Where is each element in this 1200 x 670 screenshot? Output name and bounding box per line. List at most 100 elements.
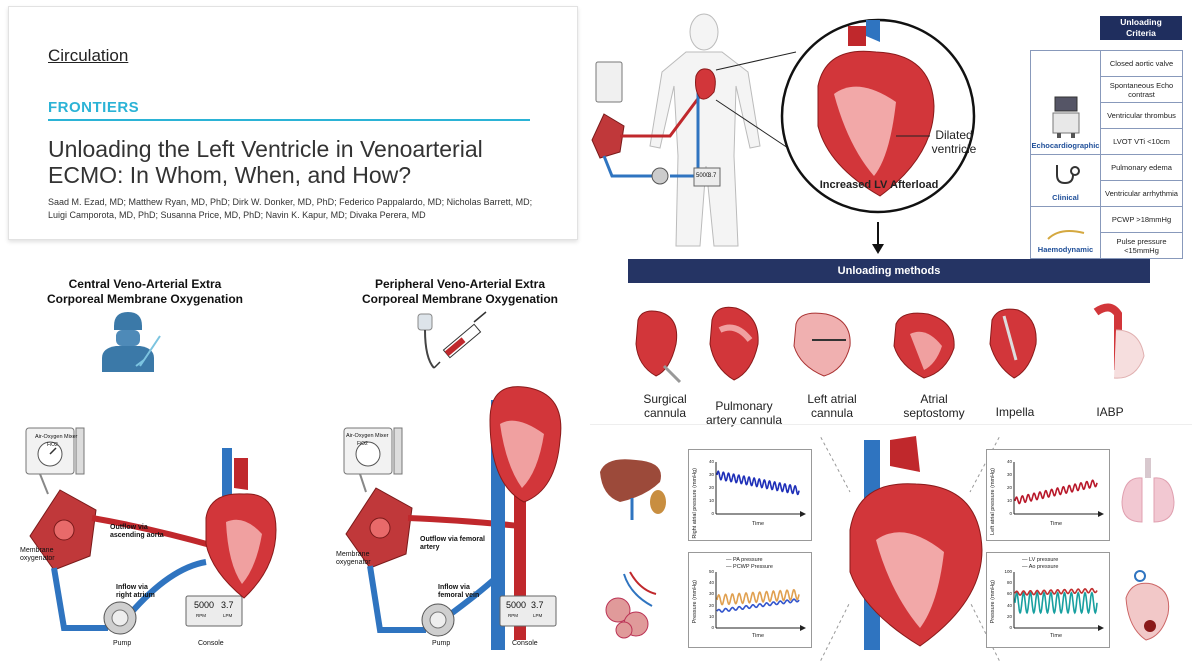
lv-tick-label: 0 — [1009, 625, 1012, 630]
peripheral-mixer-label: Air-Oxygen Mixer — [346, 433, 389, 439]
pulmonary-artery-cannula-icon — [709, 306, 759, 381]
peripheral-ecmo-diagram — [343, 386, 562, 650]
lv-x-arrow — [1098, 625, 1104, 631]
pa-x-arrow — [800, 625, 806, 631]
liver-kidney-icon — [600, 459, 666, 520]
ra-tick-label: 10 — [708, 498, 714, 503]
method-label-impella: Impella — [995, 405, 1035, 419]
peripheral-rpm-value: 5000 — [506, 600, 527, 610]
table-row: Pulse pressure <15mmHg — [1031, 232, 1183, 259]
central-pump-label: Pump — [113, 640, 132, 647]
lv-pressure-graph — [986, 552, 1110, 648]
la-x-arrow — [1098, 511, 1104, 517]
criteria-item: Pulse pressure <15mmHg — [1100, 232, 1183, 259]
pcwp-trace — [716, 598, 800, 613]
table-row: Ventricular arrhythmia — [1031, 180, 1183, 207]
central-flow-unit: LPM — [223, 613, 233, 618]
lv-tick-label: 60 — [1006, 591, 1012, 597]
section-divider — [590, 424, 1192, 425]
criteria-table: Echocardiographic Closed aortic valve Sp… — [1030, 50, 1183, 259]
lv-legend-1: — LV pressure — [1022, 557, 1059, 563]
ra-pressure-graph — [688, 449, 812, 541]
central-ecmo-diagram — [25, 427, 277, 635]
edematous-heart-icon — [1125, 570, 1170, 641]
unloading-methods-bar: Unloading methods — [628, 259, 1150, 283]
lungs-icon — [1121, 458, 1175, 523]
surgeon-icon — [102, 312, 161, 372]
central-flow-value: 3.7 — [221, 600, 234, 610]
pa-legend-1: — PA pressure — [726, 557, 763, 563]
peripheral-pump-label: Pump — [432, 640, 451, 647]
criteria-item: Ventricular thrombus — [1100, 102, 1183, 129]
ra-xlabel: Time — [752, 521, 765, 527]
iabp-icon — [1093, 303, 1145, 379]
criteria-category-clinical: Clinical — [1030, 154, 1101, 207]
echo-machine-icon — [1052, 96, 1079, 138]
peripheral-fio2-label: FiO2 — [357, 441, 368, 447]
table-row: Ventricular thrombus — [1031, 102, 1183, 129]
ao-trace — [1014, 587, 1098, 596]
central-console-label: Console — [198, 640, 224, 647]
pa-ylabel: Pressure (mmHg) — [692, 580, 698, 624]
lv-xlabel: Time — [1050, 633, 1063, 639]
ra-ylabel: Right atrial pressure (mmHg) — [692, 468, 698, 539]
pa-tick-label: 40 — [708, 580, 714, 586]
ra-tick-label: 40 — [708, 459, 714, 464]
body-afterload-diagram — [591, 13, 976, 254]
la-tick-label: 40 — [1006, 459, 1012, 464]
stethoscope-icon — [1055, 165, 1080, 185]
peripheral-flow-unit: LPM — [533, 613, 543, 618]
la-tick-label: 0 — [1009, 511, 1012, 516]
section-divider — [48, 119, 530, 121]
central-rpm-value: 5000 — [194, 600, 215, 610]
body-console-rpm: 5000 — [696, 173, 710, 179]
ultrasound-syringe-icon — [417, 311, 487, 369]
criteria-category-haemodynamic: Haemodynamic — [1030, 206, 1101, 259]
atrial-septostomy-icon — [893, 312, 955, 379]
lv-tick-label: 80 — [1006, 580, 1012, 586]
afterload-label: Increased LV Afterload — [819, 179, 939, 191]
la-tick-label: 30 — [1006, 472, 1012, 477]
left-atrial-cannula-icon — [793, 312, 851, 377]
pa-tick-label: 20 — [708, 602, 714, 608]
ra-tick-label: 0 — [711, 511, 714, 516]
impella-icon — [989, 308, 1037, 379]
la-trace — [1014, 479, 1098, 505]
lv-tick-label: 100 — [1004, 569, 1012, 574]
lv-legend-2: — Ao pressure — [1022, 564, 1059, 570]
central-ecmo-heading: Central Veno-Arterial Extra Corporeal Me… — [46, 277, 244, 306]
central-rpm-unit: RPM — [196, 613, 206, 618]
body-console-flow: 3.7 — [708, 173, 717, 179]
pa-tick-label: 50 — [708, 569, 714, 574]
ra-trace — [716, 470, 800, 496]
la-xlabel: Time — [1050, 521, 1063, 527]
central-fio2-label: FiO2 — [47, 442, 58, 448]
method-label-iabp: IABP — [1096, 405, 1124, 419]
central-mixer-label: Air-Oxygen Mixer — [35, 434, 78, 440]
lv-tick-label: 40 — [1006, 602, 1012, 608]
ra-x-arrow — [800, 511, 806, 517]
central-heart-illustration — [820, 434, 1000, 664]
pa-xlabel: Time — [752, 633, 765, 639]
peripheral-flow-value: 3.7 — [531, 600, 544, 610]
lv-trace — [1014, 591, 1098, 615]
pa-tick-label: 30 — [708, 591, 714, 597]
pa-legend-2: — PCWP Pressure — [726, 564, 773, 570]
criteria-item: Ventricular arrhythmia — [1100, 180, 1183, 207]
ra-tick-label: 20 — [708, 485, 714, 490]
lv-ylabel: Pressure (mmHg) — [990, 580, 996, 624]
surgical-cannula-icon — [635, 310, 682, 384]
author-list: Saad M. Ezad, MD; Matthew Ryan, MD, PhD;… — [48, 197, 533, 220]
catheter-icon — [1046, 230, 1084, 240]
section-label: FRONTIERS — [48, 99, 140, 116]
article-title: Unloading the Left Ventricle in Venoarte… — [48, 136, 483, 188]
peripheral-rpm-unit: RPM — [508, 613, 518, 618]
